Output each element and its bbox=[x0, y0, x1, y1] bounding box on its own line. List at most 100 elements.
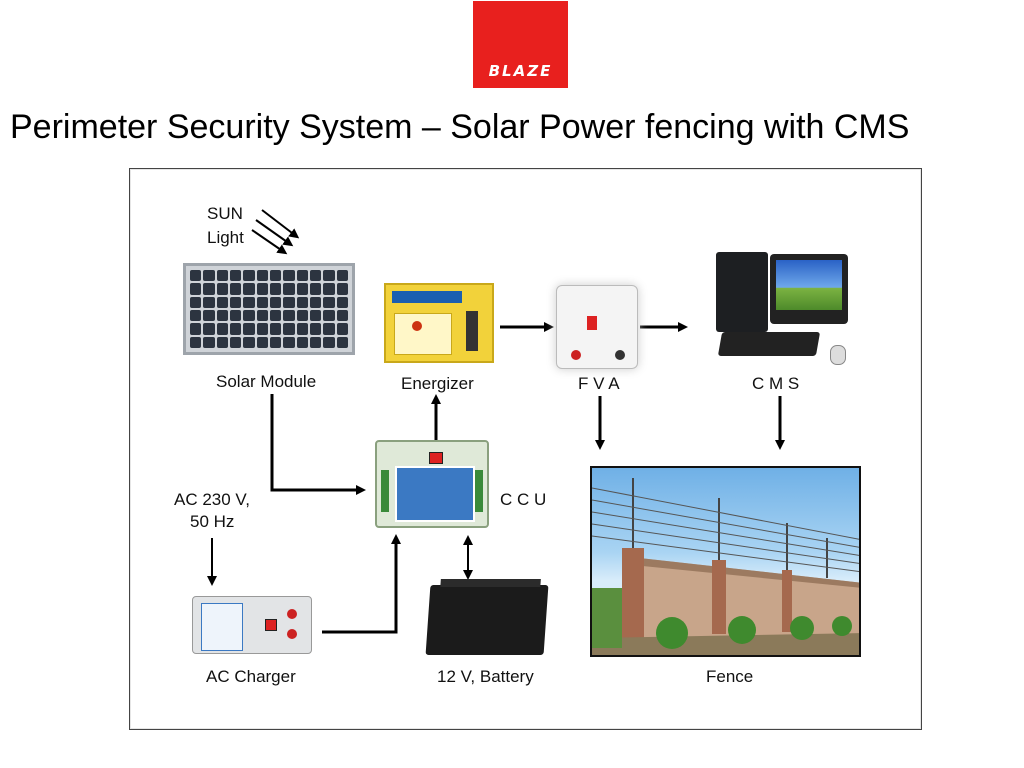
solar-cell bbox=[216, 283, 228, 295]
solar-cell bbox=[243, 296, 255, 308]
solar-cell bbox=[229, 296, 242, 308]
solar-cell bbox=[336, 283, 348, 295]
ccu-face-plate bbox=[395, 466, 475, 522]
solar-cell bbox=[336, 309, 348, 322]
fence-label: Fence bbox=[706, 667, 754, 686]
solar-cell bbox=[256, 309, 268, 322]
solar-panel-image bbox=[183, 263, 355, 355]
ac-charger-label: AC Charger bbox=[206, 667, 296, 686]
computer-tower-image bbox=[716, 252, 768, 332]
solar-cell bbox=[190, 336, 202, 348]
arrow-charger-to-ccu bbox=[322, 534, 401, 634]
solar-cell bbox=[296, 309, 308, 322]
solar-cell bbox=[323, 270, 335, 282]
solar-cell bbox=[216, 296, 228, 308]
solar-cell bbox=[190, 309, 202, 322]
energizer-switch bbox=[466, 311, 478, 351]
solar-cell bbox=[203, 283, 215, 295]
solar-cell bbox=[336, 296, 348, 308]
solar-cell bbox=[323, 283, 335, 295]
solar-cell bbox=[283, 283, 295, 295]
solar-cell bbox=[190, 283, 202, 295]
solar-cell bbox=[323, 296, 335, 308]
solar-cell bbox=[269, 270, 282, 282]
solar-cell bbox=[229, 323, 242, 335]
page-title: Perimeter Security System – Solar Power … bbox=[10, 108, 910, 146]
solar-cell bbox=[256, 270, 268, 282]
ccu-terminal-right bbox=[475, 470, 483, 512]
battery-top bbox=[440, 579, 541, 587]
fva-terminal-black bbox=[615, 350, 625, 360]
solar-cell bbox=[216, 336, 228, 348]
ac-charger-image bbox=[192, 596, 312, 654]
energizer-image bbox=[384, 283, 494, 363]
charger-face-plate bbox=[201, 603, 243, 651]
energizer-panel bbox=[394, 313, 452, 355]
fva-terminal-red bbox=[571, 350, 581, 360]
light-label: Light bbox=[207, 228, 244, 247]
solar-cell bbox=[336, 270, 348, 282]
sun-rays-icon bbox=[251, 209, 300, 255]
solar-cell bbox=[243, 270, 255, 282]
solar-cell bbox=[309, 270, 322, 282]
solar-cell bbox=[229, 309, 242, 322]
sun-label: SUN bbox=[207, 204, 243, 223]
solar-cell bbox=[203, 323, 215, 335]
ccu-terminal-left bbox=[381, 470, 389, 512]
solar-cell bbox=[309, 336, 322, 348]
solar-cell bbox=[296, 296, 308, 308]
fence-illustration bbox=[592, 478, 859, 655]
solar-cell bbox=[203, 336, 215, 348]
monitor-screen bbox=[776, 260, 842, 310]
solar-cell bbox=[296, 336, 308, 348]
solar-cell bbox=[309, 296, 322, 308]
solar-cell bbox=[269, 309, 282, 322]
solar-cell bbox=[229, 283, 242, 295]
energizer-label: Energizer bbox=[401, 374, 474, 393]
solar-cell bbox=[283, 309, 295, 322]
solar-cell bbox=[216, 323, 228, 335]
solar-cell bbox=[216, 270, 228, 282]
fva-device-image bbox=[556, 285, 638, 369]
solar-cell bbox=[323, 323, 335, 335]
mouse-image bbox=[830, 345, 846, 365]
solar-cell bbox=[190, 323, 202, 335]
solar-module-label: Solar Module bbox=[216, 372, 317, 391]
ccu-label: C C U bbox=[500, 490, 547, 509]
solar-cell bbox=[296, 323, 308, 335]
charger-switch-icon bbox=[265, 619, 277, 631]
computer-monitor-image bbox=[770, 254, 848, 324]
solar-cell bbox=[296, 270, 308, 282]
solar-cell bbox=[243, 336, 255, 348]
solar-cell bbox=[323, 336, 335, 348]
energizer-led-icon bbox=[412, 321, 422, 331]
solar-cell bbox=[203, 309, 215, 322]
solar-cell bbox=[269, 323, 282, 335]
solar-cell bbox=[229, 336, 242, 348]
solar-cell bbox=[190, 296, 202, 308]
solar-cell bbox=[309, 309, 322, 322]
ac-input-label: AC 230 V, bbox=[174, 490, 250, 509]
blaze-logo: BLAZE bbox=[473, 1, 568, 88]
solar-cell bbox=[283, 323, 295, 335]
solar-cell bbox=[256, 323, 268, 335]
solar-cell bbox=[336, 323, 348, 335]
solar-cell bbox=[296, 283, 308, 295]
ccu-switch-icon bbox=[429, 452, 443, 464]
solar-cell bbox=[269, 283, 282, 295]
solar-cell bbox=[283, 270, 295, 282]
solar-cell bbox=[283, 296, 295, 308]
ccu-device-image bbox=[375, 440, 489, 528]
cms-label: C M S bbox=[752, 374, 800, 393]
solar-cell bbox=[269, 296, 282, 308]
solar-cell bbox=[256, 296, 268, 308]
solar-cell bbox=[190, 270, 202, 282]
energizer-label-band bbox=[392, 291, 462, 303]
solar-cell bbox=[336, 336, 348, 348]
solar-cell bbox=[243, 309, 255, 322]
logo-text: BLAZE bbox=[488, 62, 553, 80]
solar-cell bbox=[309, 283, 322, 295]
solar-cell bbox=[269, 336, 282, 348]
solar-cell bbox=[203, 270, 215, 282]
solar-cell bbox=[229, 270, 242, 282]
